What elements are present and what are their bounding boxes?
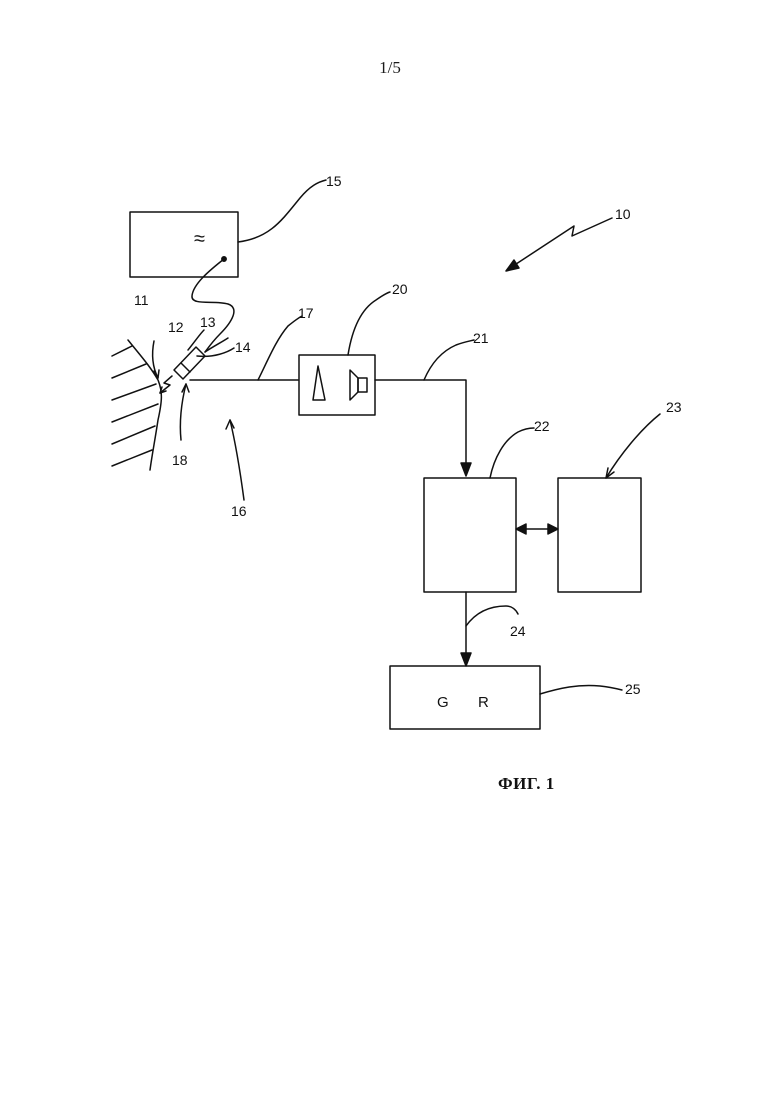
data-link-arrowhead-right — [548, 524, 558, 534]
output-label-r: R — [478, 694, 489, 711]
ref-14: 14 — [235, 339, 251, 355]
microphone-symbol — [313, 366, 325, 400]
speaker-body — [358, 378, 367, 392]
generator-symbol: ≈ — [194, 228, 205, 250]
signal-line-24-arrowhead — [461, 653, 471, 666]
ref-22: 22 — [534, 418, 550, 434]
figure-caption: ФИГ. 1 — [498, 774, 555, 794]
memory-box — [558, 478, 641, 592]
transducer-box — [299, 355, 375, 415]
leader-10 — [510, 218, 612, 268]
ref-25: 25 — [625, 681, 641, 697]
ref-24: 24 — [510, 623, 526, 639]
generator-box — [130, 212, 238, 277]
leader-16 — [230, 420, 244, 500]
leader-21 — [424, 340, 474, 380]
ref-23: 23 — [666, 399, 682, 415]
leader-23-arrowhead — [606, 468, 614, 478]
leader-17 — [258, 316, 302, 380]
ref-18: 18 — [172, 452, 188, 468]
speaker-symbol — [350, 370, 358, 400]
leader-16-arrowhead — [226, 420, 234, 429]
leader-23 — [606, 414, 660, 478]
leader-15 — [238, 180, 326, 242]
tissue-hatching — [112, 346, 158, 466]
leader-18 — [180, 384, 186, 440]
leader-14 — [197, 348, 234, 356]
output-display-box — [390, 666, 540, 729]
ref-21: 21 — [473, 330, 489, 346]
leader-20 — [348, 292, 390, 355]
ref-16: 16 — [231, 503, 247, 519]
ref-11: 11 — [134, 292, 149, 308]
leader-22 — [490, 428, 534, 478]
ref-13: 13 — [200, 314, 216, 330]
ref-15: 15 — [326, 173, 342, 189]
ref-20: 20 — [392, 281, 408, 297]
signal-line-21-arrowhead — [461, 463, 471, 476]
ref-17: 17 — [298, 305, 314, 321]
processing-unit-box — [424, 478, 516, 592]
ref-12: 12 — [168, 319, 184, 335]
cable-connector-dot — [222, 257, 226, 261]
leader-10-arrowhead — [506, 260, 519, 271]
data-link-arrowhead-left — [516, 524, 526, 534]
output-label-g: G — [437, 694, 449, 711]
leader-25 — [540, 685, 622, 694]
ref-10: 10 — [615, 206, 631, 222]
signal-line-21 — [375, 380, 466, 470]
probe — [174, 338, 228, 379]
